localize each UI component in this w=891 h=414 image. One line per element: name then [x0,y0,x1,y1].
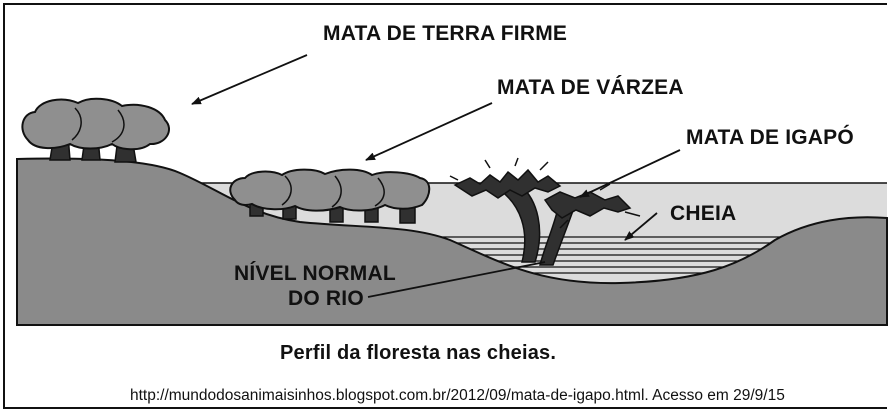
pointer-nivel-normal [367,261,546,298]
label-nivel-normal-line2: DO RIO [288,287,364,310]
figure-frame [3,3,887,409]
label-mata-igapo: MATA DE IGAPÓ [686,126,854,149]
figure-caption: Perfil da floresta nas cheias. [280,342,557,364]
source-citation: http://mundodosanimaisinhos.blogspot.com… [130,387,785,404]
label-nivel-normal-line1: NÍVEL NORMAL [234,262,396,285]
label-mata-varzea: MATA DE VÁRZEA [497,76,684,99]
arrow-terra-firme [191,54,308,105]
arrow-igapo [579,149,681,198]
terra-firme-trees [21,97,170,163]
terrain-ground [16,157,888,326]
arrow-varzea [365,102,493,161]
label-mata-terra-firme: MATA DE TERRA FIRME [323,22,568,45]
label-arrows [191,54,681,298]
igapo-trees [449,157,641,266]
normal-river-level-lines [440,236,800,274]
arrow-cheia [624,212,658,241]
label-cheia: CHEIA [670,202,737,225]
varzea-trees [229,168,431,224]
